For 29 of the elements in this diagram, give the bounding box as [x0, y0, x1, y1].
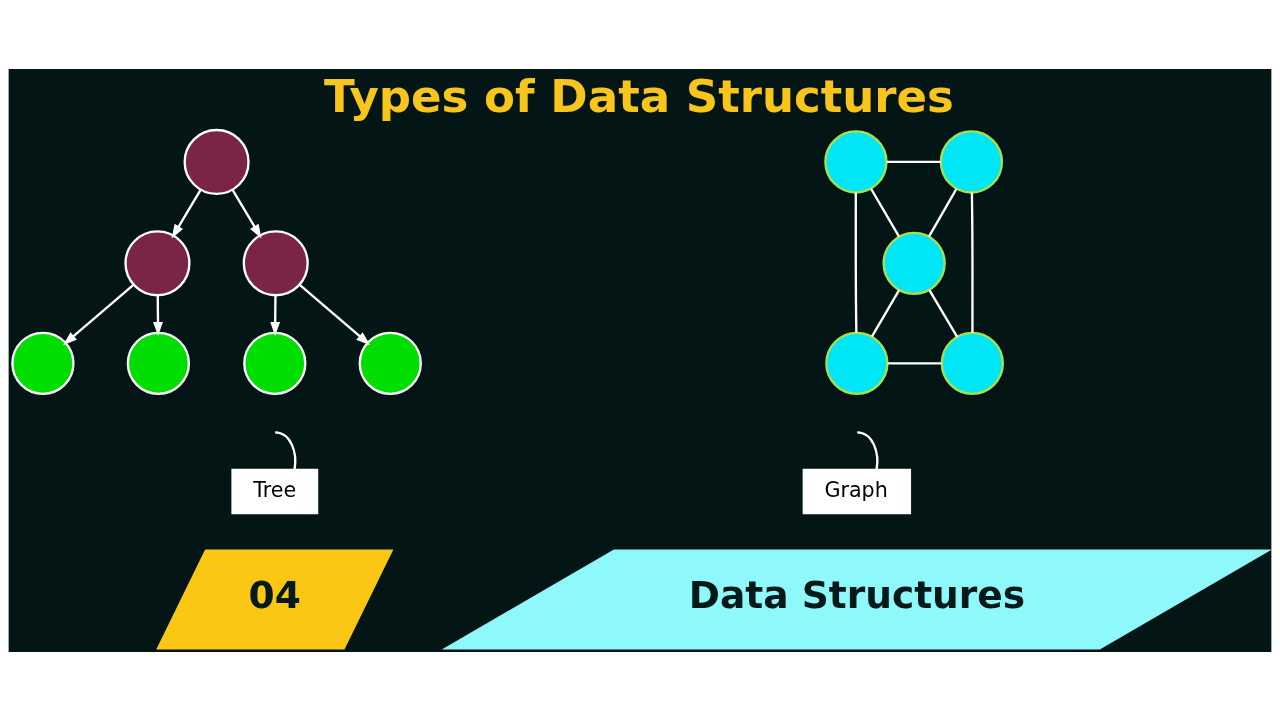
connector [857, 430, 879, 470]
connector [970, 192, 974, 333]
connector [274, 430, 297, 470]
arrow [63, 283, 135, 345]
node-circle [183, 128, 250, 195]
node-circle [940, 331, 1004, 395]
arrow [171, 188, 202, 238]
node-circle [824, 129, 888, 194]
node-circle [126, 331, 191, 395]
arrow [270, 294, 281, 336]
node-circle [882, 231, 946, 295]
node-circle [124, 229, 191, 296]
node-box: Tree [231, 468, 319, 514]
node-circle [939, 129, 1004, 194]
arrow [299, 283, 371, 345]
connector [927, 187, 958, 237]
connector [870, 187, 901, 237]
arrow [153, 294, 163, 336]
node-circle [243, 331, 307, 395]
node-box: Graph [802, 468, 912, 514]
connector [871, 288, 901, 337]
connector [887, 361, 942, 364]
node-circle [825, 331, 889, 395]
arrow [231, 188, 262, 238]
node-circle [242, 229, 309, 296]
connector [928, 288, 959, 337]
diagram-title: Types of Data Structures [324, 69, 954, 123]
connector [886, 160, 941, 163]
connector [854, 192, 858, 333]
